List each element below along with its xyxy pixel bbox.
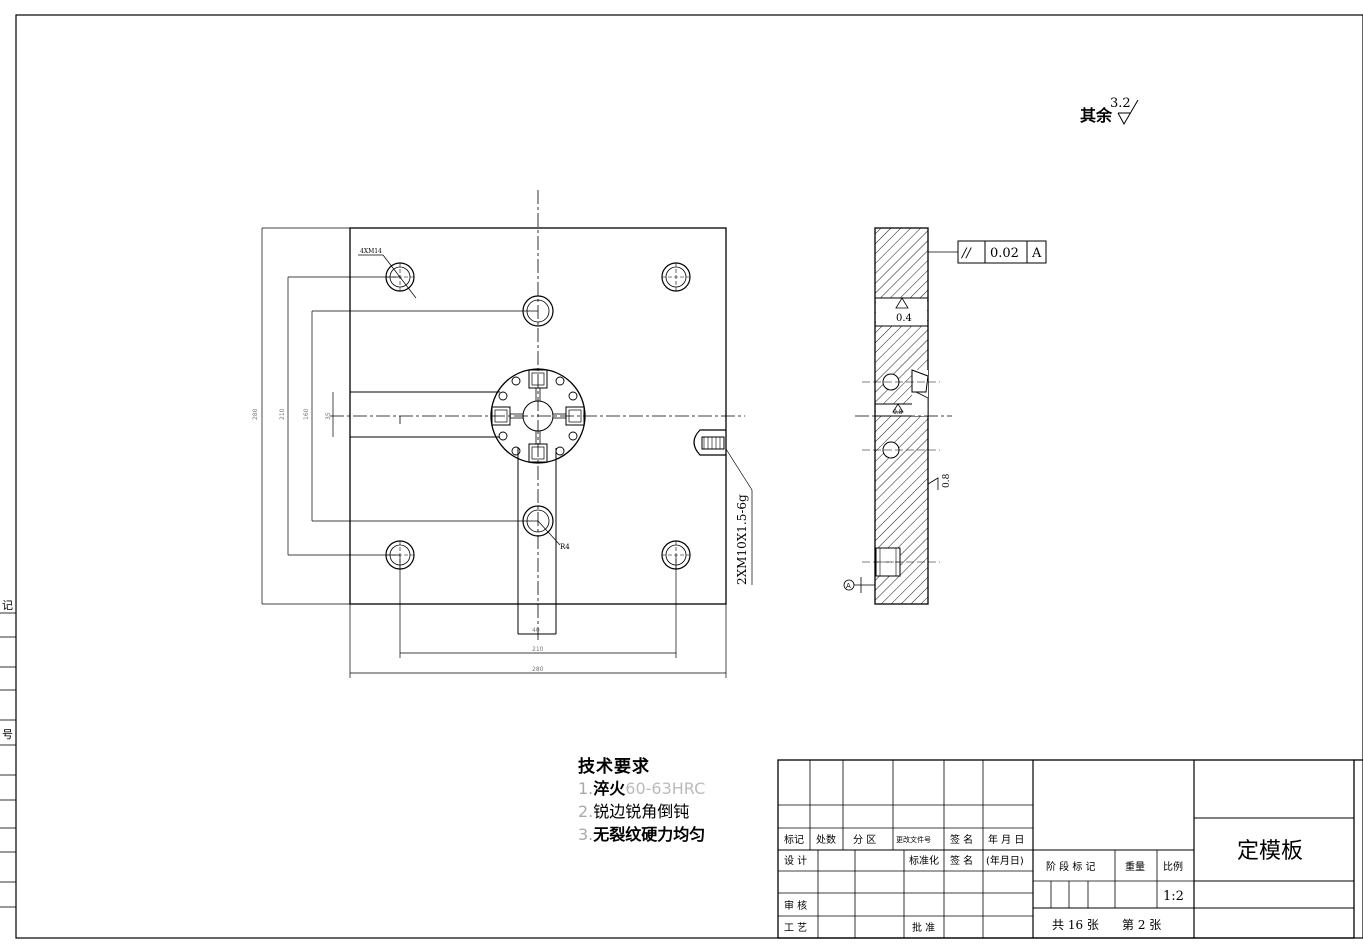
dim-text: 280: [532, 666, 544, 673]
tb-date: (年月日): [986, 854, 1024, 867]
datum-label: A: [846, 582, 851, 590]
tolerance-frame: [957, 240, 1047, 264]
dim-text: 280: [252, 408, 259, 420]
tech-requirements: 技术要求 1.淬火60-63HRC 2.锐边锐角倒钝 3.无裂纹硬力均匀: [578, 752, 705, 846]
tb-scale-label: 比例: [1163, 860, 1183, 873]
left-strip: [0, 612, 16, 908]
tb-header-changedoc: 更改文件号: [896, 835, 931, 844]
tech-heading: 技术要求: [578, 757, 650, 777]
dim-text: 210: [279, 408, 286, 420]
surface-note-value: 3.2: [1110, 96, 1131, 111]
surface-note-prefix: 其余: [1080, 106, 1113, 125]
tech-item: 2.锐边锐角倒钝: [578, 802, 690, 821]
dim-text: 40: [532, 627, 540, 634]
tb-stage-mark: 阶 段 标 记: [1046, 860, 1096, 873]
tolerance-value: 0.02: [990, 246, 1019, 261]
datum-marker: [843, 579, 855, 591]
tolerance-datum: A: [1031, 246, 1042, 261]
title-block: [777, 759, 1363, 939]
left-strip-top-label: 记: [2, 599, 13, 612]
tb-scale-value: 1:2: [1163, 889, 1184, 904]
thread-callout: 2XM10X1.5-6g: [735, 494, 749, 585]
radius-callout: R4: [560, 543, 570, 551]
tb-standardize: 标准化: [909, 854, 939, 867]
drawing-border: [15, 14, 1363, 939]
tb-approve: 批 准: [912, 921, 935, 934]
tb-header-date: 年 月 日: [988, 833, 1024, 846]
tech-item: 3.无裂纹硬力均匀: [578, 825, 706, 844]
tb-weight: 重量: [1125, 860, 1145, 873]
tb-header-sign: 签 名: [950, 833, 973, 846]
tb-part-name: 定模板: [1237, 839, 1303, 864]
roughness-mid: 0.8: [893, 409, 903, 416]
roughness-top: 0.4: [896, 313, 912, 324]
hole-callout: 4XM14: [360, 248, 382, 255]
tolerance-symbol: //: [960, 246, 972, 261]
tb-header-mark: 标记: [784, 834, 804, 846]
tb-header-count: 处数: [816, 833, 836, 846]
dim-text: 210: [532, 646, 544, 653]
tb-sheet-no: 第 2 张: [1122, 918, 1161, 932]
dim-text: 160: [303, 408, 310, 420]
tb-header-zone: 分 区: [853, 834, 876, 846]
dim-text: 35: [325, 412, 332, 420]
section-view: [849, 227, 958, 605]
tb-process: 工 艺: [784, 922, 807, 934]
tb-review: 审 核: [784, 899, 807, 912]
tb-design: 设 计: [784, 854, 807, 867]
title-block-text: 标记 处数 分 区 更改文件号 签 名 年 月 日 设 计 标准化 签 名 (年…: [784, 833, 1303, 934]
tb-sign: 签 名: [950, 854, 973, 867]
roughness-symbol: [1117, 99, 1139, 126]
tb-sheets-total: 共 16 张: [1052, 918, 1099, 932]
left-strip-mid-label: 号: [2, 728, 13, 741]
front-view: [261, 190, 753, 678]
tech-item: 1.淬火60-63HRC: [578, 779, 706, 798]
roughness-right: 0.8: [942, 473, 952, 488]
